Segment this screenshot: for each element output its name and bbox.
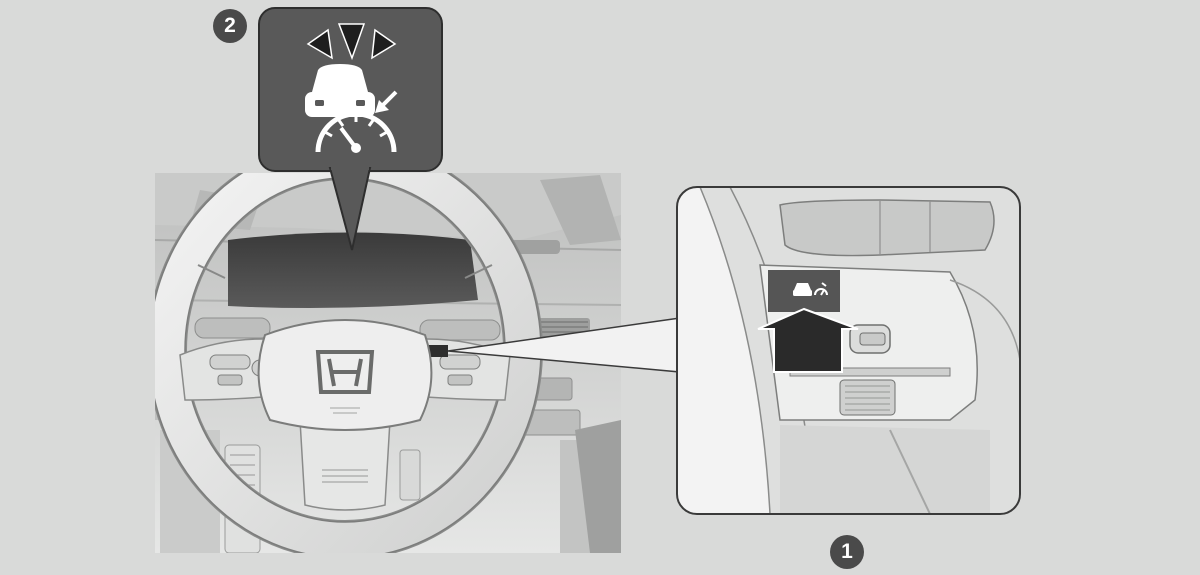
callout-number-1: 1: [830, 535, 864, 569]
inset-detail: [676, 186, 1021, 515]
steering-hub: [257, 319, 433, 431]
interior-photo: [155, 173, 621, 553]
instrument-cluster: [228, 232, 478, 308]
honda-logo-icon: [315, 350, 375, 394]
callout-number-2: 2: [213, 9, 247, 43]
press-arrow: [757, 307, 859, 373]
adaptive-cruise-button-icon: [793, 282, 828, 296]
adaptive-cruise-indicator-icon: [305, 23, 398, 153]
indicator-callout: [258, 7, 443, 251]
